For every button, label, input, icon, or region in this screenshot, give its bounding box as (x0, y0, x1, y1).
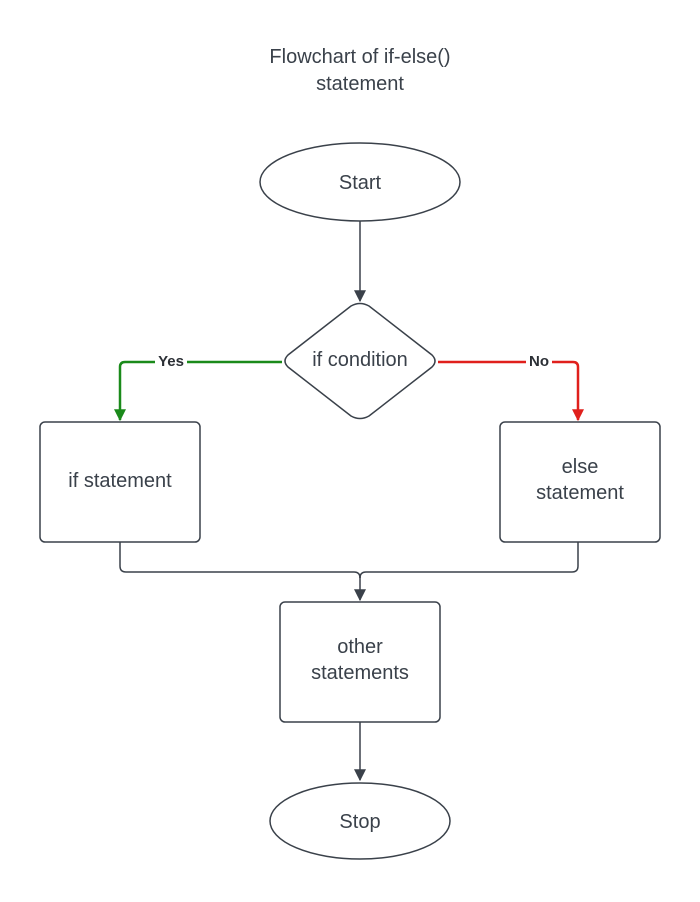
node-stop-label: Stop (339, 811, 380, 833)
edge-else-to-merge (359, 542, 579, 579)
edge-no-label: No (529, 353, 549, 370)
node-condition-label: if condition (312, 349, 408, 371)
edge-yes-label: Yes (158, 353, 184, 370)
node-if-statement: if statement (39, 421, 201, 543)
edge-no-label-bg (526, 352, 552, 370)
edge-no (438, 360, 584, 422)
diagram-title-line2: statement (316, 73, 404, 95)
edge-yes-label-bg (155, 352, 187, 370)
node-start-label: Start (339, 172, 382, 194)
node-start: Start (259, 142, 461, 222)
node-else-statement: else statement (499, 421, 661, 543)
edge-if-to-merge (119, 542, 361, 579)
node-else-statement-line1: else (562, 456, 599, 478)
node-other-statements-line1: other (337, 636, 383, 658)
node-other-statements: other statements (279, 601, 441, 723)
diagram-title: Flowchart of if-else() statement (0, 44, 700, 98)
diagram-title-line1: Flowchart of if-else() (269, 46, 451, 68)
node-stop: Stop (269, 782, 451, 860)
node-condition: if condition (284, 302, 436, 420)
node-if-statement-label: if statement (68, 470, 172, 492)
node-else-statement-line2: statement (536, 482, 624, 504)
node-other-statements-line2: statements (311, 662, 409, 684)
edge-yes (114, 360, 282, 422)
